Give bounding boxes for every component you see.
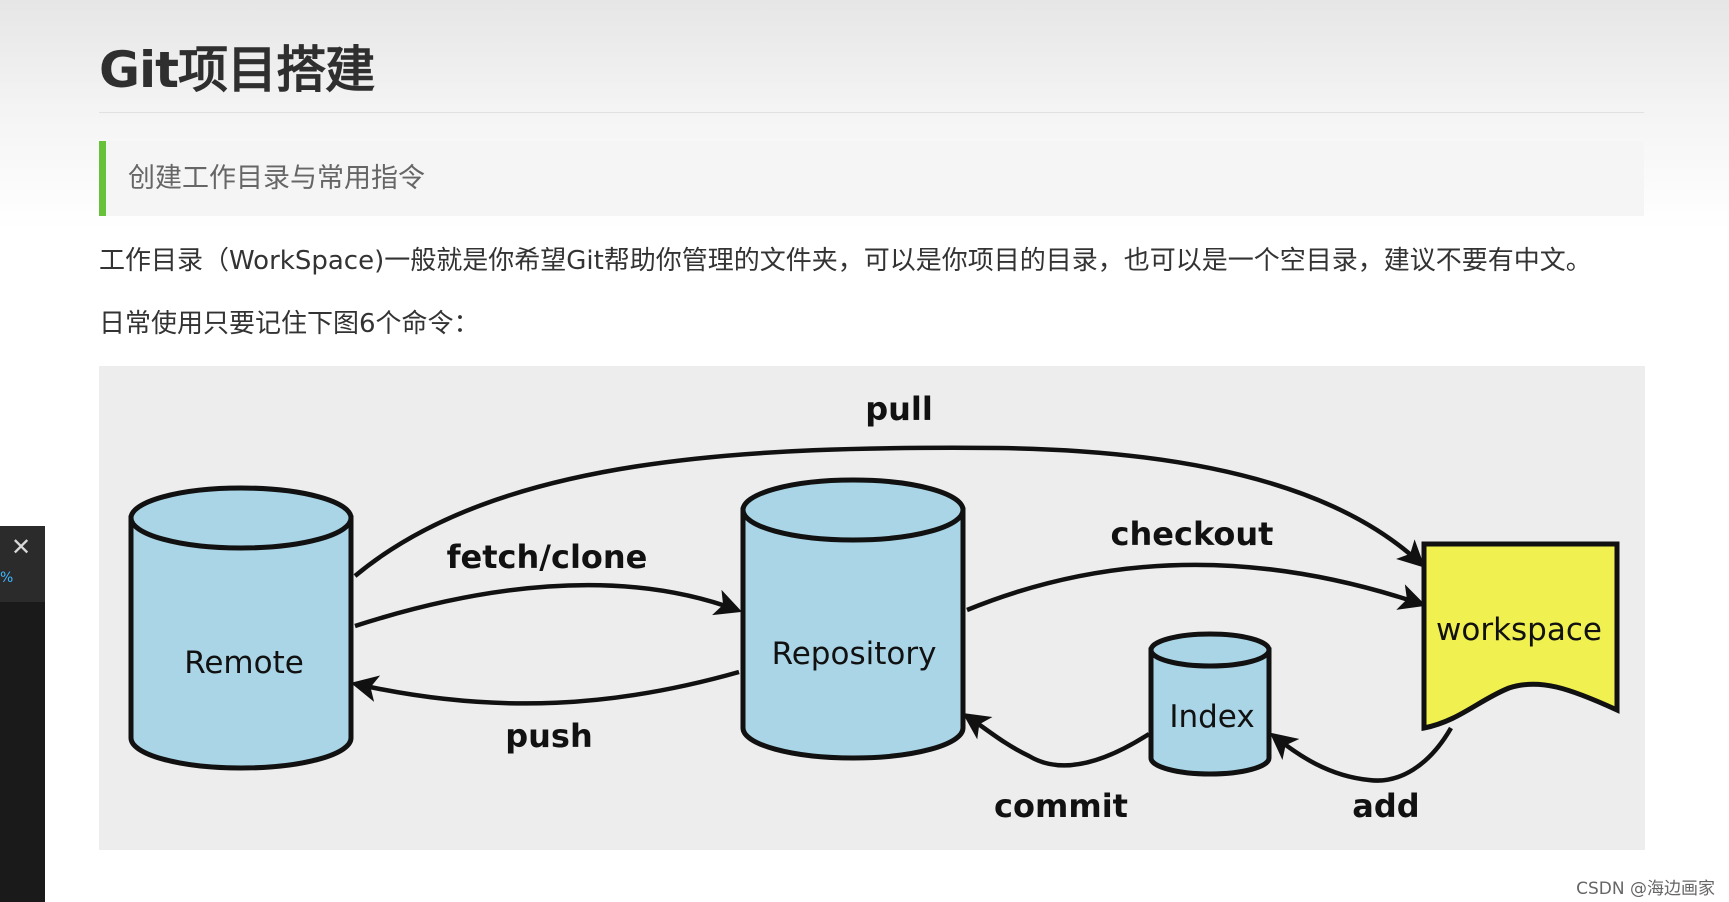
remote-cylinder bbox=[128, 485, 354, 771]
add-label: add bbox=[1352, 787, 1419, 825]
commit-label: commit bbox=[994, 787, 1128, 825]
side-panel-header: ✕ % bbox=[0, 526, 45, 602]
close-icon[interactable]: ✕ bbox=[10, 533, 32, 561]
section-heading: 创建工作目录与常用指令 bbox=[128, 163, 425, 194]
section-callout: 创建工作目录与常用指令 bbox=[99, 141, 1644, 216]
git-workflow-diagram: Remote Repository Index workspace pull f… bbox=[99, 366, 1645, 850]
repository-label: Repository bbox=[772, 636, 937, 672]
diagram-svg: Remote Repository Index workspace pull f… bbox=[128, 390, 1620, 825]
pull-label: pull bbox=[865, 390, 933, 428]
push-arrow bbox=[350, 669, 740, 706]
floating-side-panel: ✕ % bbox=[0, 526, 45, 902]
add-arrow bbox=[1269, 726, 1453, 783]
index-cylinder bbox=[1148, 631, 1272, 777]
push-label: push bbox=[505, 717, 593, 755]
commit-arrow bbox=[962, 712, 1151, 768]
title-divider bbox=[99, 112, 1644, 113]
checkout-arrow bbox=[966, 562, 1427, 613]
checkout-label: checkout bbox=[1111, 515, 1274, 553]
remote-label: Remote bbox=[184, 645, 304, 681]
workspace-label: workspace bbox=[1436, 612, 1602, 648]
workspace-document bbox=[1421, 541, 1620, 732]
commands-paragraph: 日常使用只要记住下图6个命令： bbox=[99, 309, 480, 339]
index-label: Index bbox=[1169, 699, 1254, 735]
intro-paragraph: 工作目录（WorkSpace)一般就是你希望Git帮助你管理的文件夹，可以是你项… bbox=[99, 246, 1592, 276]
watermark: CSDN @海边画家 bbox=[1576, 879, 1715, 899]
fetch-clone-label: fetch/clone bbox=[447, 538, 648, 576]
page-title: Git项目搭建 bbox=[99, 41, 375, 99]
repository-cylinder bbox=[740, 477, 966, 761]
pull-arrow bbox=[353, 445, 1425, 578]
fetch-clone-arrow bbox=[354, 582, 743, 629]
side-panel-percent: % bbox=[0, 570, 14, 586]
